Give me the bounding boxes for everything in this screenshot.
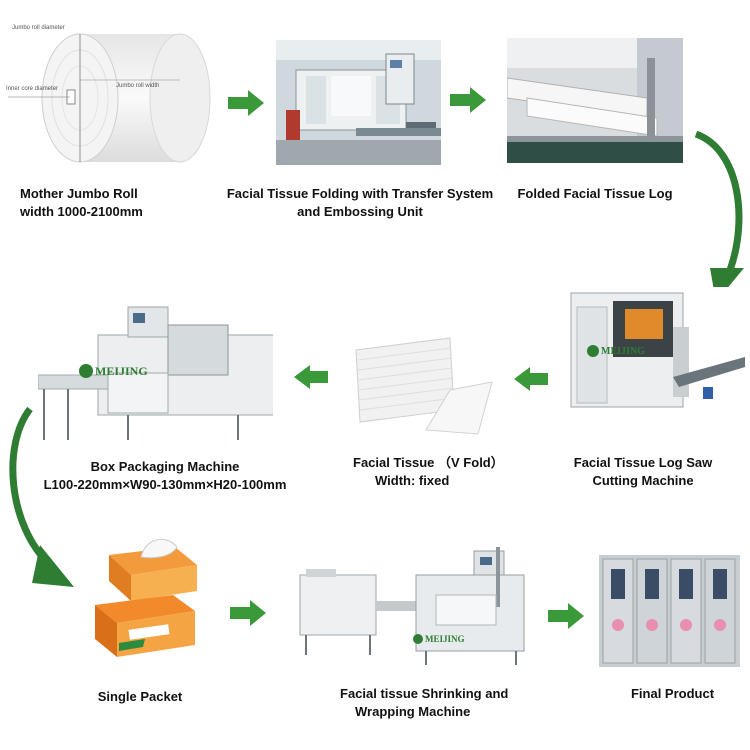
box-packaging-image: MEIJING: [38, 295, 273, 445]
step-caption-line2: and Embossing Unit: [297, 204, 423, 219]
step-caption-line1: Facial Tissue Log Saw: [573, 455, 713, 470]
step-caption-line1: Facial Tissue （V Fold）: [353, 455, 504, 470]
jumbo-diameter-label: Jumbo roll diameter: [12, 25, 65, 31]
folded-log-image: [507, 38, 683, 163]
left-arrow-icon: [514, 367, 548, 391]
step-caption-line1: Folded Facial Tissue Log: [517, 186, 673, 201]
v-fold-tissue-image: [350, 330, 500, 435]
step-caption-line2: Cutting Machine: [592, 473, 694, 488]
shrink-wrap-machine-image: MEIJING: [296, 545, 526, 667]
jumbo-roll-image: Jumbo roll diameter Inner core diameter …: [4, 20, 214, 170]
step-caption-single-packet: Single Packet: [60, 688, 220, 706]
right-arrow-icon: [230, 600, 266, 626]
step-caption-line2: Wrapping Machine: [355, 704, 471, 719]
step-caption-line2: width 1000-2100mm: [20, 204, 143, 219]
left-arrow-icon: [294, 365, 328, 389]
right-arrow-icon: [450, 87, 486, 113]
meijing-logo: MEIJING: [601, 346, 645, 357]
step-caption-v-fold: Facial Tissue （V Fold） Width: fixed: [345, 454, 505, 490]
jumbo-width-label: Jumbo roll width: [116, 83, 159, 89]
log-saw-image: MEIJING: [563, 287, 745, 417]
step-caption-final-product: Final Product: [600, 685, 745, 703]
right-arrow-icon: [548, 603, 584, 629]
step-caption-box-packaging: Box Packaging Machine L100-220mm×W90-130…: [20, 458, 310, 494]
folding-machine-image: [276, 40, 441, 165]
step-caption-line1: Single Packet: [97, 689, 183, 704]
right-arrow-icon: [228, 90, 264, 116]
curved-arrow-icon: [2, 405, 82, 590]
meijing-logo: MEIJING: [425, 634, 465, 644]
curved-arrow-icon: [690, 130, 750, 310]
step-caption-jumbo-roll: Mother Jumbo Roll width 1000-2100mm: [20, 185, 190, 221]
step-caption-line2: Width: fixed: [375, 473, 450, 488]
step-caption-shrink-wrap: Facial tissue Shrinking and Wrapping Mac…: [325, 685, 525, 721]
step-caption-line1: Mother Jumbo Roll: [20, 186, 138, 201]
single-packet-image: [85, 535, 205, 660]
step-caption-folded-log: Folded Facial Tissue Log: [505, 185, 685, 203]
step-caption-line1: Box Packaging Machine: [90, 459, 240, 474]
step-caption-line1: Facial tissue Shrinking and: [340, 686, 509, 701]
step-caption-log-saw: Facial Tissue Log Saw Cutting Machine: [568, 454, 718, 490]
step-caption-line2: L100-220mm×W90-130mm×H20-100mm: [43, 477, 287, 492]
meijing-logo: MEIJING: [95, 364, 148, 378]
final-product-image: [599, 555, 740, 667]
step-caption-line1: Facial Tissue Folding with Transfer Syst…: [226, 186, 494, 201]
step-caption-line1: Final Product: [630, 686, 715, 701]
inner-core-label: Inner core diameter: [6, 86, 58, 92]
step-caption-folding: Facial Tissue Folding with Transfer Syst…: [210, 185, 510, 221]
